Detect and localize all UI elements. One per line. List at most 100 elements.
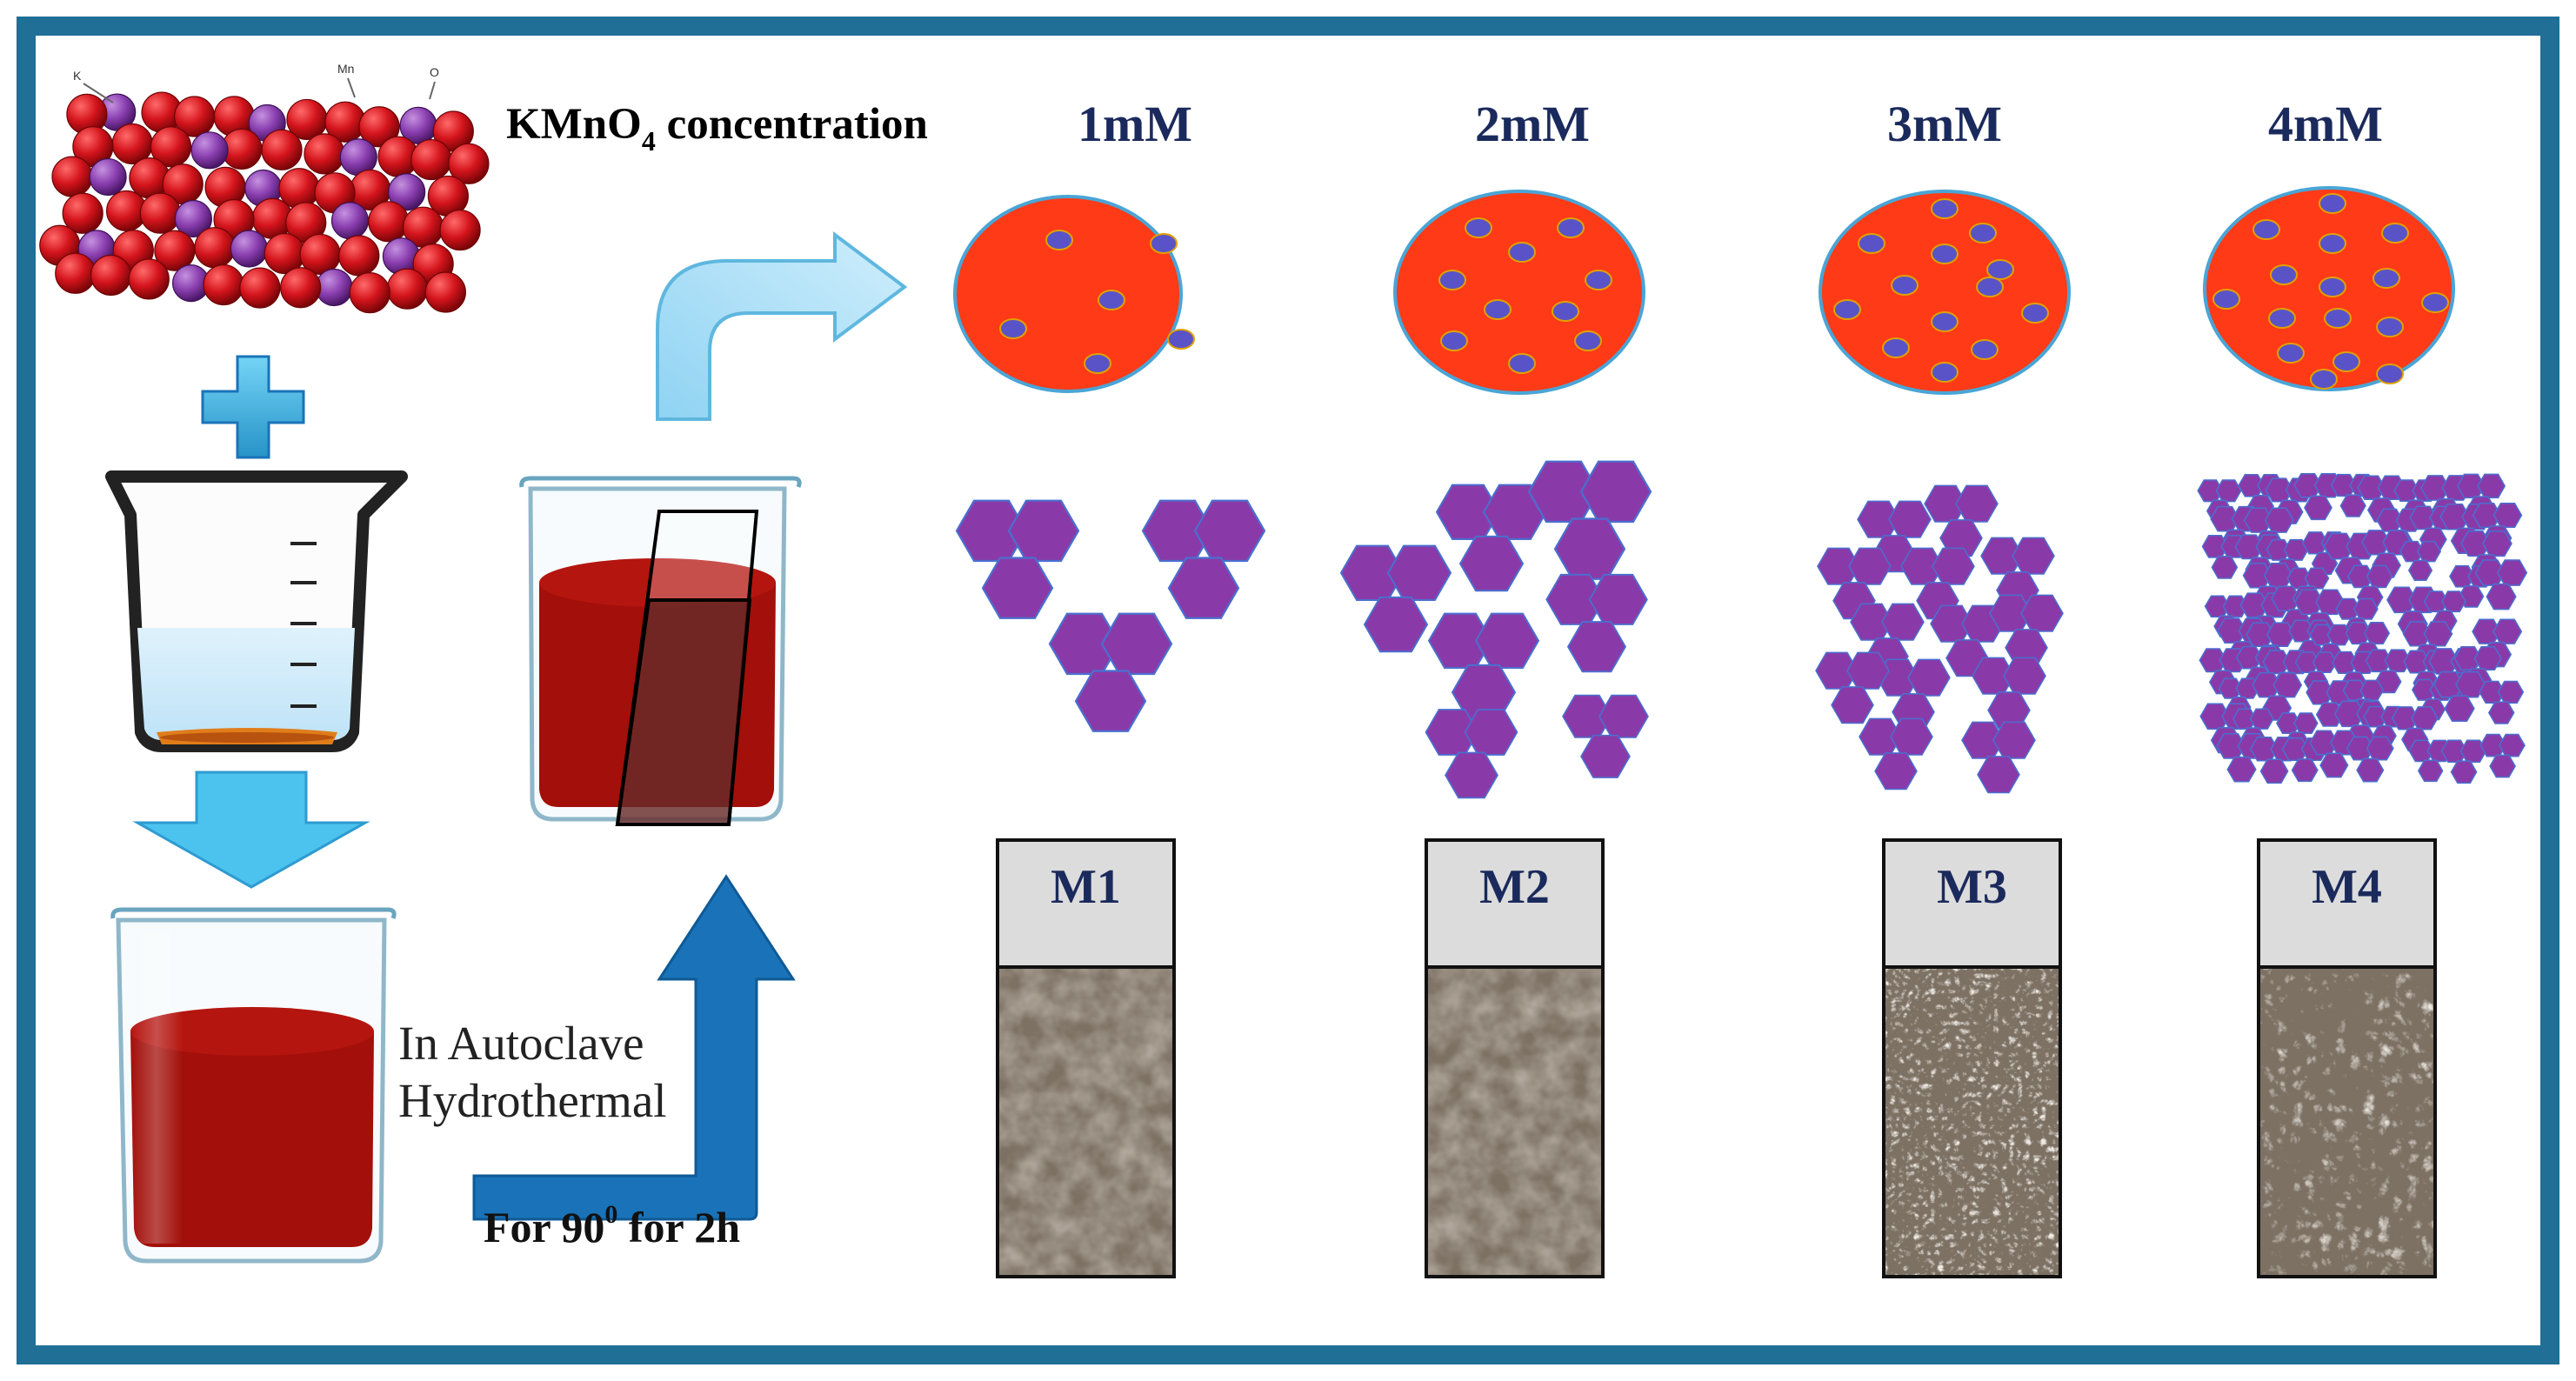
hexagon-grain bbox=[1846, 651, 1890, 690]
nanoparticle-dot bbox=[1045, 230, 1073, 250]
nanoparticle-dot bbox=[999, 318, 1027, 339]
nanoparticle-dot bbox=[1858, 233, 1885, 254]
nanoparticle-dot bbox=[1833, 299, 1861, 320]
hexagon-cluster bbox=[1545, 573, 1648, 673]
oxygen-atom bbox=[51, 156, 93, 197]
hexagon-grain bbox=[2450, 760, 2478, 784]
hexagon-grain bbox=[2481, 530, 2513, 557]
sample-label-2: M2 bbox=[1479, 860, 1550, 914]
hexagon-grain bbox=[1193, 499, 1266, 563]
particle-disk-3 bbox=[1819, 190, 2071, 395]
grain-group-1 bbox=[955, 499, 1266, 732]
hexagon-grain bbox=[2319, 752, 2349, 778]
hexagon-grain bbox=[2263, 563, 2293, 589]
up-arrow-icon bbox=[472, 874, 796, 1221]
oxygen-atom bbox=[174, 96, 216, 137]
hexagon-cluster bbox=[2474, 559, 2528, 610]
plus-icon bbox=[201, 355, 305, 459]
hexagon-grain bbox=[2459, 739, 2487, 764]
nanoparticle-dot bbox=[1976, 277, 2004, 297]
autoclave-text-line1: In Autoclave bbox=[398, 1017, 644, 1070]
hexagon-grain bbox=[2493, 502, 2523, 529]
manganese-atom bbox=[89, 157, 127, 197]
manganese-atom bbox=[315, 268, 353, 307]
hexagon-grain bbox=[2222, 595, 2249, 618]
hexagon-grain bbox=[1566, 621, 1627, 673]
hexagon-grain bbox=[2366, 736, 2394, 761]
hexagon-grain bbox=[2315, 702, 2345, 727]
sample-vial-1: M1 bbox=[996, 838, 1176, 1278]
atom-label-o: O bbox=[430, 65, 439, 79]
outer-frame bbox=[17, 17, 2559, 1364]
hexagon-grain bbox=[1881, 603, 1925, 641]
nanoparticle-dot bbox=[1098, 290, 1125, 310]
nanoparticle-dot bbox=[1931, 198, 1959, 219]
down-arrow-icon bbox=[132, 771, 370, 889]
hexagon-grain bbox=[2211, 556, 2239, 579]
hexagon-cluster bbox=[1562, 694, 1649, 778]
curved-arrow-icon bbox=[656, 231, 908, 421]
hexagon-grain bbox=[2487, 701, 2515, 724]
hexagon-cluster bbox=[2479, 733, 2526, 778]
hexagon-grain bbox=[2493, 618, 2523, 644]
kmno4-solution-beaker bbox=[110, 907, 397, 1264]
atom-label-k: K bbox=[73, 69, 82, 83]
hexagon-grain bbox=[2352, 597, 2379, 620]
hexagon-grain bbox=[2293, 712, 2319, 734]
nanoparticle-dot bbox=[1465, 217, 1492, 238]
concentration-label-1: 1mM bbox=[1078, 96, 1192, 152]
hexagon-grain bbox=[2339, 494, 2366, 517]
hexagon-grain bbox=[1074, 670, 1147, 732]
nanoparticle-dot bbox=[1969, 223, 1997, 244]
nanoparticle-dot bbox=[1971, 339, 1999, 360]
oxygen-atom bbox=[448, 143, 490, 184]
manganese-atom bbox=[230, 230, 269, 268]
nanoparticle-dot bbox=[2421, 292, 2449, 313]
hexagon-grain bbox=[1007, 499, 1080, 563]
hexagon-grain bbox=[2486, 583, 2517, 610]
hexagon-grain bbox=[2455, 670, 2486, 698]
hexagon-grain bbox=[1580, 734, 1631, 778]
oxygen-atom bbox=[90, 254, 132, 297]
concentration-label-2: 2mM bbox=[1475, 96, 1590, 152]
oxygen-atom bbox=[139, 192, 181, 234]
hexagon-grain bbox=[1907, 658, 1951, 697]
nanoparticle-dot bbox=[1931, 362, 1959, 383]
hexagon-grain bbox=[2497, 680, 2525, 704]
sample-label-1: M1 bbox=[1051, 860, 1121, 914]
nanoparticle-dot bbox=[2277, 343, 2305, 364]
nanoparticle-dot bbox=[1508, 242, 1536, 263]
sample-vial-2: M2 bbox=[1425, 838, 1605, 1278]
oxygen-atom bbox=[194, 227, 236, 269]
nanoparticle-dot bbox=[2268, 308, 2296, 329]
nanoparticle-dot bbox=[1882, 337, 1910, 358]
hexagon-grain bbox=[2264, 507, 2294, 533]
nanoparticle-dot bbox=[1440, 330, 1468, 351]
grain-group-2 bbox=[1339, 460, 1652, 799]
hexagon-cluster bbox=[1859, 717, 1933, 791]
hexagon-cluster bbox=[1435, 484, 1548, 592]
oxygen-atom bbox=[150, 126, 192, 168]
particle-disk-2 bbox=[1393, 190, 1645, 395]
nanoparticle-dot bbox=[2310, 369, 2338, 390]
hexagon-grain bbox=[2416, 540, 2442, 563]
hexagon-grain bbox=[2020, 594, 2064, 632]
hexagon-grain bbox=[1474, 612, 1540, 669]
hexagon-grain bbox=[1363, 596, 1429, 653]
oxygen-atom bbox=[239, 267, 281, 309]
hexagon-grain bbox=[2384, 649, 2412, 673]
hexagon-grain bbox=[1445, 751, 1498, 799]
hexagon-cluster bbox=[1815, 651, 1890, 724]
nanoparticle-dot bbox=[1484, 299, 1512, 320]
hexagon-grain bbox=[2012, 537, 2055, 575]
oxygen-atom bbox=[439, 209, 481, 251]
hexagon-grain bbox=[1482, 484, 1548, 540]
nanoparticle-dot bbox=[1438, 270, 1466, 290]
substrate-beaker bbox=[519, 476, 802, 826]
hexagon-grain bbox=[2477, 473, 2506, 499]
atom-label-mn: Mn bbox=[337, 62, 354, 76]
hexagon-cluster bbox=[1961, 721, 2036, 794]
hexagon-grain bbox=[2291, 758, 2319, 783]
hexagon-cluster bbox=[1527, 460, 1652, 580]
nanoparticle-dot bbox=[1891, 275, 1919, 296]
